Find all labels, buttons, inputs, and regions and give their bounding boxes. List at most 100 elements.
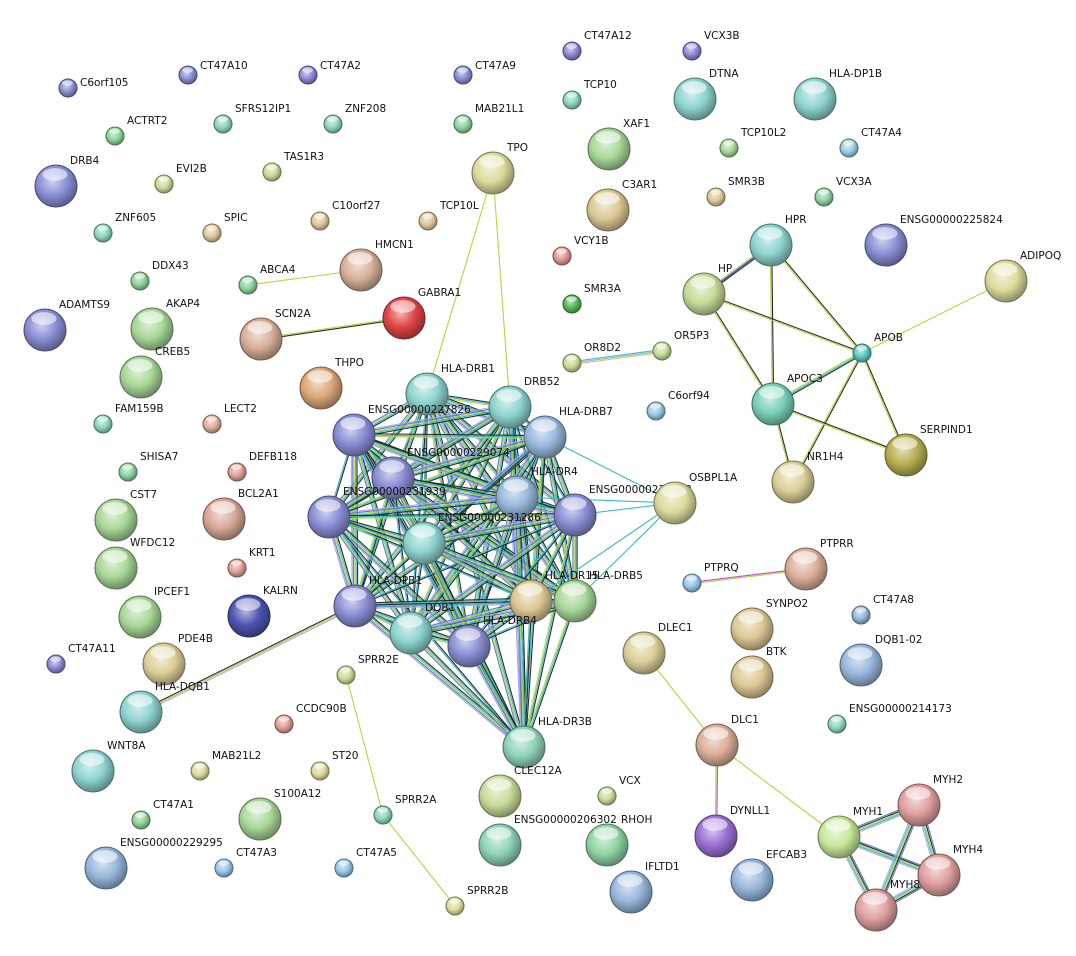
protein-node[interactable]: ENSG00000214173 (827, 703, 952, 734)
protein-node[interactable]: TCP10 (562, 79, 617, 110)
protein-node[interactable]: DYNLL1 (694, 805, 770, 858)
protein-node[interactable]: ENSG00000225824 (864, 214, 1003, 267)
protein-node[interactable]: SFRS12IP1 (213, 103, 291, 134)
protein-node[interactable]: WNT8A (71, 740, 146, 793)
protein-node[interactable]: LECT2 (202, 403, 257, 434)
protein-node[interactable]: MYH2 (897, 774, 963, 827)
protein-node[interactable]: HLA-DRB1 (405, 363, 495, 416)
protein-node[interactable]: ENSG00000231939 (307, 486, 446, 539)
protein-node[interactable]: SHISA7 (118, 451, 178, 482)
protein-node[interactable]: C6orf94 (646, 390, 710, 421)
protein-node[interactable]: VCX3A (814, 176, 872, 207)
protein-node[interactable]: SPIC (202, 212, 247, 243)
protein-node[interactable]: MAB21L1 (453, 103, 524, 134)
protein-node[interactable]: OR8D2 (562, 342, 621, 373)
protein-node[interactable]: OR5P3 (652, 330, 709, 361)
protein-node[interactable]: SPRR2E (336, 654, 399, 685)
protein-node[interactable]: NR1H4 (771, 451, 844, 504)
protein-node[interactable]: MYH8 (854, 879, 920, 932)
protein-node[interactable]: SPRR2B (445, 885, 508, 916)
protein-node[interactable]: WFDC12 (94, 537, 175, 590)
protein-node[interactable]: KRT1 (227, 547, 276, 578)
protein-node[interactable]: BCL2A1 (202, 488, 279, 541)
protein-node[interactable]: THPO (299, 357, 364, 410)
protein-node[interactable]: ABCA4 (238, 264, 296, 295)
protein-node[interactable]: CST7 (94, 489, 157, 542)
protein-node[interactable]: APOB (852, 332, 903, 363)
protein-node[interactable]: MYH4 (917, 844, 983, 897)
protein-node[interactable]: SCN2A (239, 308, 312, 361)
protein-node[interactable]: HLA-DRB7 (523, 406, 613, 459)
protein-node[interactable]: CT47A4 (839, 127, 902, 158)
protein-node[interactable]: C10orf27 (310, 200, 381, 231)
protein-node[interactable]: HLA-DQB1 (119, 681, 210, 734)
protein-node[interactable]: C3AR1 (586, 179, 657, 232)
protein-node[interactable]: PTPRQ (682, 562, 739, 593)
protein-node[interactable]: DQB1-02 (839, 634, 922, 687)
protein-node[interactable]: S100A12 (238, 788, 321, 841)
protein-node[interactable]: ENSG00000231286 (402, 512, 541, 565)
protein-node[interactable]: ENSG00000230463 (553, 484, 692, 537)
protein-node[interactable]: HMCN1 (339, 239, 414, 292)
protein-node[interactable]: TPO (471, 142, 528, 195)
protein-node[interactable]: RHOH (585, 814, 652, 867)
protein-node[interactable]: OSBPL1A (653, 472, 738, 525)
protein-node[interactable]: VCX (597, 775, 641, 806)
protein-node[interactable]: DTNA (673, 68, 739, 121)
protein-node[interactable]: SMR3B (706, 176, 765, 207)
protein-node[interactable]: SPRR2A (373, 794, 437, 825)
protein-node[interactable]: CT47A9 (453, 60, 516, 85)
protein-node[interactable]: VCY1B (552, 235, 609, 266)
protein-node[interactable]: ADAMTS9 (23, 299, 110, 352)
protein-node[interactable]: PDE4B (142, 633, 213, 686)
protein-node[interactable]: HLA-DRB4 (447, 615, 537, 668)
protein-node[interactable]: TAS1R3 (262, 151, 324, 182)
protein-node[interactable]: PTPRR (784, 538, 854, 591)
protein-node[interactable]: CT47A12 (562, 30, 632, 61)
protein-node[interactable]: ENSG00000227826 (332, 404, 471, 457)
protein-node[interactable]: ENSG00000229074 (371, 447, 510, 500)
protein-node[interactable]: XAF1 (587, 118, 650, 171)
protein-node[interactable]: KALRN (227, 585, 298, 638)
protein-node[interactable]: DRB4 (34, 155, 100, 208)
protein-node[interactable]: DQB1 (389, 602, 455, 655)
protein-node[interactable]: HLA-DP1B (793, 68, 882, 121)
protein-node[interactable]: ST20 (310, 750, 358, 781)
protein-node[interactable]: AKAP4 (130, 298, 200, 351)
protein-node[interactable]: CT47A8 (851, 594, 914, 625)
protein-node[interactable]: SERPIND1 (884, 424, 973, 477)
protein-node[interactable]: IFLTD1 (609, 861, 680, 914)
protein-node[interactable]: TCP10L (418, 200, 479, 231)
protein-node[interactable]: SYNPO2 (730, 598, 808, 651)
protein-node[interactable]: ENSG00000206302 (478, 814, 617, 867)
protein-node[interactable]: CLEC12A (478, 765, 563, 818)
protein-node[interactable]: ACTRT2 (105, 115, 167, 146)
protein-node[interactable]: HLA-DR3B (502, 716, 592, 769)
protein-node[interactable]: EVI2B (154, 163, 207, 194)
protein-node[interactable]: CT47A1 (131, 799, 194, 830)
protein-node[interactable]: HP (682, 263, 732, 316)
protein-node[interactable]: CT47A3 (214, 847, 277, 878)
protein-node[interactable]: EFCAB3 (730, 849, 807, 902)
protein-node[interactable]: CCDC90B (274, 703, 347, 734)
protein-node[interactable]: HPR (749, 214, 807, 267)
protein-node[interactable]: DRB52 (488, 376, 560, 429)
protein-node[interactable]: DLEC1 (622, 622, 693, 675)
protein-node[interactable]: FAM159B (93, 403, 164, 434)
protein-node[interactable]: HLA-DRB5 (553, 570, 643, 623)
protein-node[interactable]: CT47A5 (334, 847, 397, 878)
protein-node[interactable]: IPCEF1 (118, 586, 190, 639)
protein-node[interactable]: MYH1 (817, 806, 883, 859)
protein-node[interactable]: DLC1 (695, 714, 759, 767)
protein-node[interactable]: C6orf105 (58, 77, 129, 98)
protein-node[interactable]: HLA-DPB1 (333, 575, 422, 628)
protein-node[interactable]: SMR3A (562, 283, 622, 314)
protein-node[interactable]: DEFB118 (227, 451, 297, 482)
protein-node[interactable]: ZNF208 (323, 103, 386, 134)
protein-node[interactable]: DDX43 (130, 260, 189, 291)
protein-node[interactable]: GABRA1 (382, 287, 461, 340)
protein-node[interactable]: CREB5 (119, 346, 190, 399)
protein-node[interactable]: ADIPOQ (984, 250, 1061, 303)
protein-node[interactable]: TCP10L2 (719, 127, 786, 158)
protein-node[interactable]: ENSG00000229295 (84, 837, 223, 890)
